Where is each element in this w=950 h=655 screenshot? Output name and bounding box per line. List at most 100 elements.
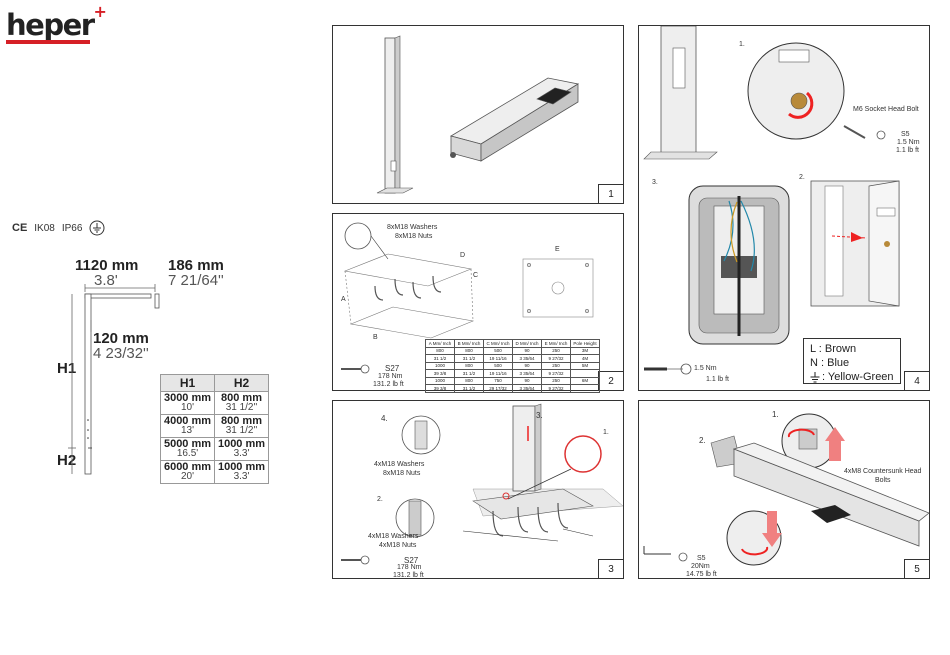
washers-label: 4xM18 Washers (374, 461, 425, 468)
wire-color-legend: L : Brown N : Blue : Yellow-Green (803, 338, 901, 384)
arm-mm: 120 mm (93, 330, 149, 347)
table-cell: 19 11/16 (483, 369, 513, 378)
cell-mm: 800 mm (221, 415, 262, 427)
bolt-label: M6 Socket Head Bolt (853, 106, 919, 113)
tool-size: S5 (901, 131, 910, 138)
table-cell: E Mm/ Inch (541, 339, 571, 348)
step-1-label: 1. (739, 41, 745, 48)
table-cell: 3 35/64 (512, 369, 542, 378)
washers-label-2: 4xM18 Washers (368, 533, 419, 540)
torque-lb: 1.1 lb ft (896, 147, 919, 154)
cell-mm: 1000 mm (217, 461, 266, 473)
torque-nm: 178 Nm (378, 373, 403, 380)
table-cell: 750 (483, 376, 513, 385)
table-cell: 250 (541, 361, 571, 370)
table-cell: 19 11/16 (483, 354, 513, 363)
h1-label: H1 (57, 360, 77, 377)
head-in: 7 21/64'' (168, 272, 224, 289)
step-number: 4 (904, 371, 929, 390)
pole-dimension-drawing (68, 284, 160, 475)
cell-ft: 3.3' (233, 471, 250, 482)
cell-ft: 13' (180, 425, 195, 436)
table-cell: C Mm/ Inch (483, 339, 513, 348)
legend-live: L : Brown (810, 343, 857, 355)
cell-mm: 6000 mm (163, 461, 212, 473)
nuts-label: 8xM18 Nuts (395, 233, 433, 240)
table-cell: 90 (512, 376, 542, 385)
tool-size: S27 (385, 364, 400, 373)
screwdriver-torque-nm: 1.5 Nm (694, 365, 717, 372)
table-cell: 39 3/8 (425, 384, 455, 393)
table-cell: 31 1/2 (454, 369, 484, 378)
torque-lb: 131.2 lb ft (393, 572, 424, 579)
step-number: 3 (598, 559, 623, 578)
table-cell: 9 27/32 (541, 384, 571, 393)
table-cell: 9 27/32 (541, 369, 571, 378)
table-cell: 90 (512, 361, 542, 370)
cell-ft: 16.5' (176, 448, 199, 459)
table-cell (570, 384, 600, 393)
cell-mm: 4000 mm (163, 415, 212, 427)
dim-letter-c: C (473, 272, 479, 279)
certifications: CE IK08 IP66 (12, 220, 105, 236)
dim-letter-b: B (373, 334, 378, 341)
table-cell: 3 35/64 (512, 354, 542, 363)
foundation-dimension-table: A Mm/ Inch B Mm/ Inch C Mm/ Inch D Mm/ I… (425, 339, 600, 393)
panel-4: 1. 2. 3. M6 Socket Head Bolt S5 1.5 Nm 1… (638, 25, 930, 391)
step-2-label: 2. (699, 436, 706, 445)
step-3-label: 3. (652, 179, 658, 186)
table-cell: 250 (541, 346, 571, 355)
tool-size: S27 (404, 556, 419, 565)
electrical-connection-illustration (643, 25, 900, 375)
table-cell: 4M (570, 354, 600, 363)
table-cell: 250 (541, 376, 571, 385)
table-row: A Mm/ Inch B Mm/ Inch C Mm/ Inch D Mm/ I… (425, 339, 600, 348)
cell-ft: 10' (180, 402, 195, 413)
table-cell: 500 (483, 361, 513, 370)
dim-letter-d: D (460, 252, 466, 259)
earth-ground-icon (810, 371, 820, 382)
table-cell: 3M (570, 346, 600, 355)
table-cell: B Mm/ Inch (454, 339, 484, 348)
arm-in: 4 23/32'' (93, 345, 149, 362)
bolts-label-2: Bolts (875, 477, 891, 484)
table-cell: 90 (512, 346, 542, 355)
washers-label: 8xM18 Washers (387, 224, 438, 231)
cell-ft: 31 1/2'' (225, 425, 258, 436)
table-cell: 6M (570, 376, 600, 385)
step-4-label: 4. (381, 414, 388, 423)
nuts-label: 8xM18 Nuts (383, 470, 421, 477)
table-cell: 1000 (425, 361, 455, 370)
panel-3: 4. 3. 1. 2. 4xM18 Washers 8xM18 Nuts 4xM… (332, 400, 624, 579)
brand-logo: heper+ (6, 2, 107, 42)
table-cell: A Mm/ Inch (425, 339, 455, 348)
panel-1: 1 (332, 25, 624, 204)
table-cell: 800 (454, 376, 484, 385)
brand-mark: + (93, 2, 107, 21)
table-cell (570, 369, 600, 378)
table-cell: 800 (454, 346, 484, 355)
step-2-label: 2. (799, 174, 805, 181)
pole-mounting-illustration (341, 403, 624, 565)
fixture-overview-illustration (376, 35, 580, 194)
table-cell: 9 27/32 (541, 354, 571, 363)
brand-underline (6, 40, 90, 44)
step-1-label: 1. (772, 410, 779, 419)
cell-mm: 800 mm (221, 392, 262, 404)
table-cell: 1000 (425, 376, 455, 385)
width-mm: 1120 mm (75, 257, 139, 274)
